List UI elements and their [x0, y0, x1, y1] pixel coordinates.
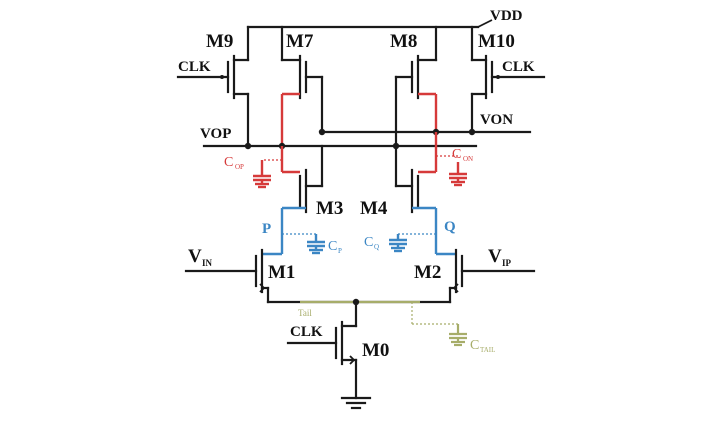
- ctail-subscript: TAIL: [480, 346, 495, 354]
- ctail-capacitor: [411, 302, 467, 347]
- con-label: C: [452, 147, 461, 162]
- ground-icon: [340, 396, 372, 410]
- vop-label: VOP: [200, 126, 231, 142]
- output-rails: [202, 128, 532, 150]
- vip-label: V: [488, 246, 502, 267]
- transistor-m8: [394, 25, 438, 148]
- vdd-label: VDD: [490, 8, 523, 24]
- cop-subscript: OP: [235, 163, 244, 171]
- tail-label: Tail: [298, 308, 312, 318]
- transistor-m3: [298, 144, 324, 214]
- m9-label: M9: [206, 31, 233, 52]
- vin-label: V: [188, 246, 202, 267]
- transistor-m10: [470, 25, 546, 134]
- cp-capacitor: [282, 233, 325, 255]
- tail-node: [266, 298, 452, 306]
- cq-capacitor: [389, 233, 436, 253]
- m0-label: M0: [362, 340, 389, 361]
- con-subscript: ON: [463, 155, 473, 163]
- transistor-m9: [176, 25, 250, 147]
- transistor-m0: [286, 300, 358, 400]
- m7-label: M7: [286, 31, 314, 52]
- transistor-m1: [184, 226, 284, 304]
- ctail-label: C: [470, 338, 479, 353]
- cp-label: C: [328, 239, 337, 254]
- cq-subscript: Q: [374, 243, 379, 251]
- clk-bottom-label: CLK: [290, 324, 323, 340]
- transistor-m4: [394, 144, 420, 214]
- node-q-label: Q: [444, 219, 456, 235]
- m4-label: M4: [360, 198, 388, 219]
- con-capacitor: [436, 155, 467, 187]
- clk-right-label: CLK: [502, 59, 535, 75]
- vdd-rail: [246, 19, 493, 29]
- node-p-label: P: [262, 221, 271, 237]
- vin-subscript: IN: [202, 258, 213, 268]
- clk-left-label: CLK: [178, 59, 211, 75]
- transistor-m2: [434, 226, 536, 304]
- m10-label: M10: [478, 31, 515, 52]
- von-label: VON: [480, 112, 513, 128]
- cop-label: C: [224, 155, 233, 170]
- transistor-m7: [280, 25, 324, 134]
- cp-subscript: P: [338, 247, 342, 255]
- vip-subscript: IP: [502, 258, 512, 268]
- m1-label: M1: [268, 262, 295, 283]
- m8-label: M8: [390, 31, 417, 52]
- cq-label: C: [364, 235, 373, 250]
- cop-capacitor: [253, 159, 282, 189]
- m3-label: M3: [316, 198, 343, 219]
- m2-label: M2: [414, 262, 441, 283]
